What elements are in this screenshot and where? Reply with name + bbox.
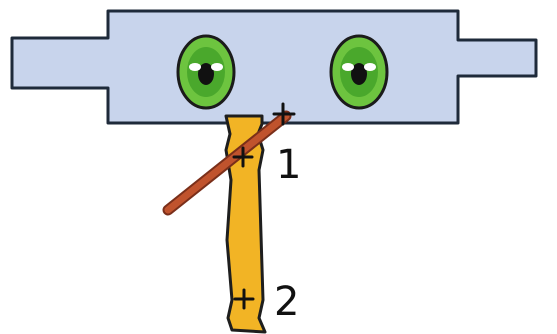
marker-label-1: 1 [276, 145, 301, 185]
marker-label-2: 2 [274, 282, 299, 322]
paper-band [12, 11, 536, 123]
right-eye-icon [331, 36, 387, 108]
twig [168, 116, 286, 210]
left-eye-icon [178, 36, 234, 108]
